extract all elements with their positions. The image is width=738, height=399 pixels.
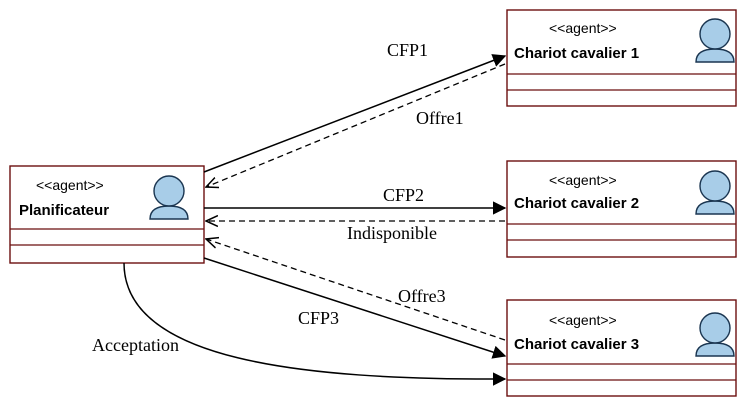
agent-actor-icon <box>149 175 189 220</box>
arrow-acceptation <box>123 262 507 386</box>
agent-box-chariot-2[interactable]: <<agent>> Chariot cavalier 2 <box>506 160 737 258</box>
message-label-cfp3: CFP3 <box>298 308 339 328</box>
agent-name: Chariot cavalier 3 <box>514 336 639 353</box>
message-label-indisponible: Indisponible <box>347 223 437 243</box>
agent-stereotype: <<agent>> <box>549 312 617 328</box>
agent-stereotype: <<agent>> <box>549 172 617 188</box>
agent-actor-icon <box>695 312 735 357</box>
message-label-acceptation: Acceptation <box>92 335 179 355</box>
agent-box-chariot-1[interactable]: <<agent>> Chariot cavalier 1 <box>506 9 737 107</box>
arrow-cfp1 <box>203 54 507 173</box>
arrow-cfp3 <box>203 257 507 359</box>
message-label-offre1: Offre1 <box>416 108 464 128</box>
agent-name: Chariot cavalier 1 <box>514 45 639 62</box>
arrow-offre3 <box>206 239 506 341</box>
agent-stereotype: <<agent>> <box>36 177 104 193</box>
arrow-offre1 <box>206 63 506 187</box>
agent-stereotype: <<agent>> <box>549 20 617 36</box>
agent-name: Planificateur <box>19 202 109 219</box>
agent-actor-icon <box>695 18 735 63</box>
agent-box-planificateur[interactable]: <<agent>> Planificateur <box>9 165 205 264</box>
agent-name: Chariot cavalier 2 <box>514 195 639 212</box>
message-label-cfp1: CFP1 <box>387 40 428 60</box>
agent-actor-icon <box>695 170 735 215</box>
message-label-offre3: Offre3 <box>398 286 446 306</box>
agent-box-chariot-3[interactable]: <<agent>> Chariot cavalier 3 <box>506 299 737 397</box>
message-label-cfp2: CFP2 <box>383 185 424 205</box>
